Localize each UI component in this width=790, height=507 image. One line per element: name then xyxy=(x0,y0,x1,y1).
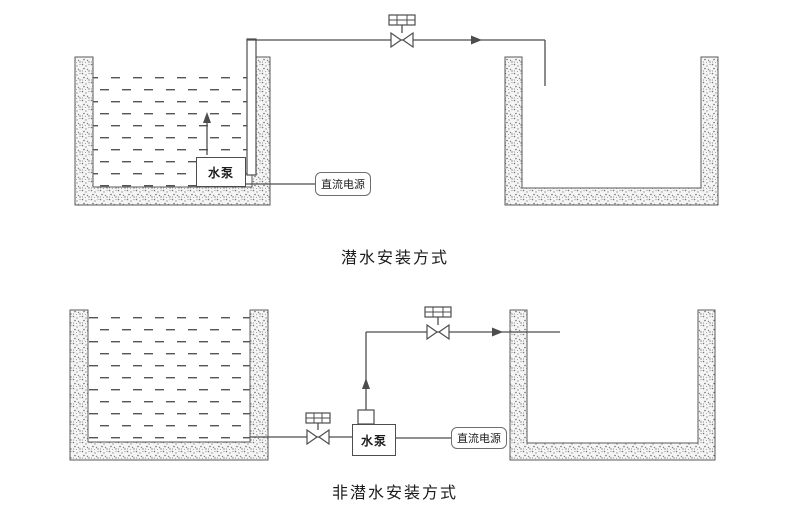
discharge-pipe xyxy=(246,38,546,176)
caption-submersible: 潜水安装方式 xyxy=(340,250,449,267)
discharge-valve-icon xyxy=(424,306,452,341)
submersible-diagram xyxy=(74,14,719,206)
right-tank-bottom xyxy=(509,309,716,461)
flow-up-arrow-icon xyxy=(203,112,211,155)
pump-label-top: 水泵 xyxy=(196,157,246,187)
valve-icon xyxy=(388,14,416,49)
dc-power-label-top: 直流电源 xyxy=(315,172,371,196)
flow-right-arrow-icon-bottom xyxy=(492,327,503,337)
discharge-pipe-bottom xyxy=(357,331,560,425)
flow-up-arrow-icon-bottom xyxy=(362,378,370,389)
suction-valve-icon xyxy=(305,412,331,446)
right-tank-top xyxy=(504,56,719,206)
left-tank-bottom xyxy=(69,309,269,461)
caption-non-submersible: 非潜水安装方式 xyxy=(331,485,458,502)
pump-label-bottom: 水泵 xyxy=(352,424,396,456)
water-surface-pattern-bottom xyxy=(88,316,250,442)
flow-right-arrow-icon xyxy=(471,35,482,45)
non-submersible-diagram xyxy=(69,306,716,461)
dc-power-label-bottom: 直流电源 xyxy=(451,427,507,449)
